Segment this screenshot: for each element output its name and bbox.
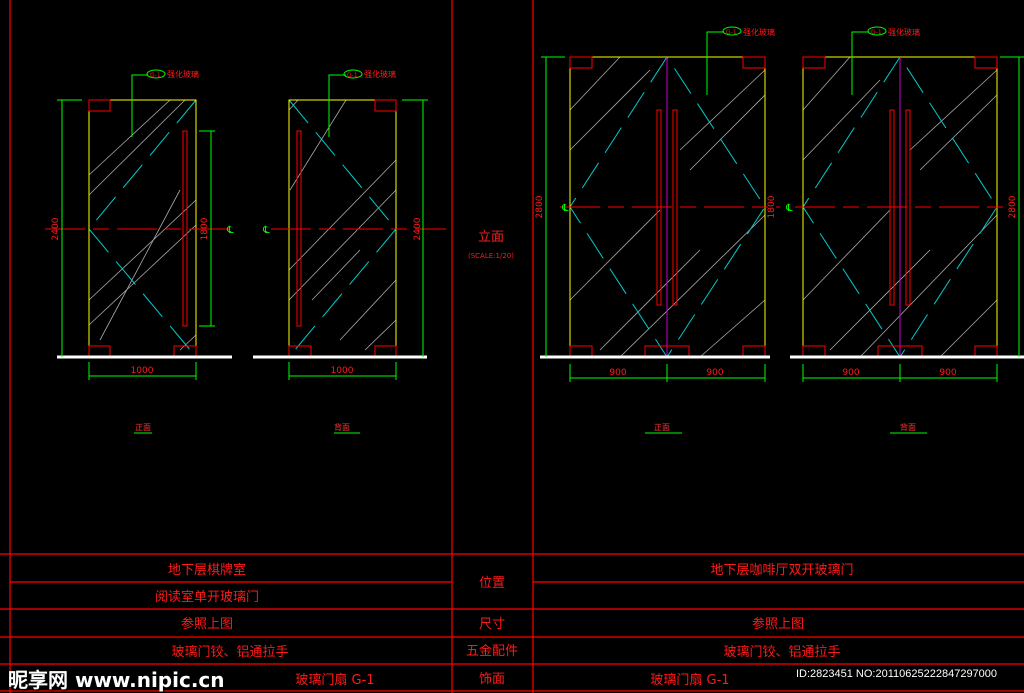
tag-label: G-1 <box>347 72 358 79</box>
width-dim: 900 <box>609 368 626 378</box>
back-label: 背面 <box>334 422 350 432</box>
cell: 玻璃门扇 G-1 <box>650 672 729 688</box>
material-label: 强化玻璃 <box>743 27 775 37</box>
width-dim: 900 <box>842 368 859 378</box>
cell: 阅读室单开玻璃门 <box>155 589 259 605</box>
row-header: 位置 <box>479 576 505 591</box>
single-door-front <box>45 69 232 434</box>
width-dim: 900 <box>706 368 723 378</box>
centerline-mark: ℄ <box>561 203 569 214</box>
watermark-id: ID:2823451 NO:20110625222847297000 <box>796 668 998 680</box>
material-label: 强化玻璃 <box>364 69 396 79</box>
centerline-mark: ℄ <box>262 225 270 236</box>
spec-table: 地下层棋牌室 阅读室单开玻璃门 位置 地下层咖啡厅双开玻璃门 参照上图 尺寸 参… <box>155 562 854 688</box>
tag-label: G-1 <box>726 29 737 36</box>
handle-dim: 1800 <box>767 195 777 218</box>
front-label: 正面 <box>135 423 151 432</box>
row-header: 五金配件 <box>466 643 518 659</box>
cell: 玻璃门铰、铝通拉手 <box>723 645 840 660</box>
cell: 参照上图 <box>752 616 804 632</box>
height-dim: 2400 <box>413 217 423 240</box>
watermark-site: 昵享网 www.nipic.cn <box>8 668 225 692</box>
width-dim: 1000 <box>331 366 354 376</box>
row-header: 尺寸 <box>479 617 505 632</box>
row-header: 饰面 <box>479 672 505 687</box>
centerline-mark: ℄ <box>226 225 234 236</box>
material-label: 强化玻璃 <box>167 69 199 79</box>
height-dim: 2400 <box>51 217 61 240</box>
back-label: 背面 <box>900 422 916 432</box>
width-dim: 1000 <box>131 366 154 376</box>
cell: 玻璃门铰、铝通拉手 <box>171 645 288 660</box>
centerline-mark: ℄ <box>785 203 793 214</box>
cell: 地下层咖啡厅双开玻璃门 <box>710 563 853 578</box>
cell: 玻璃门扇 G-1 <box>295 672 374 688</box>
handle <box>182 130 188 327</box>
width-dim: 900 <box>939 368 956 378</box>
front-label: 正面 <box>654 423 670 432</box>
double-door-front <box>540 26 780 434</box>
tag-label: G-1 <box>150 72 161 79</box>
elevation-title: 立面 <box>478 230 504 245</box>
cell: 参照上图 <box>181 616 233 632</box>
material-label: 强化玻璃 <box>888 27 920 37</box>
single-door-back <box>253 69 446 434</box>
tag-label: G-1 <box>871 29 882 36</box>
handle-dim: 1800 <box>200 217 210 240</box>
double-door-back <box>790 26 1024 434</box>
height-dim: 2800 <box>535 195 545 218</box>
cell: 地下层棋牌室 <box>168 562 246 578</box>
elevation-scale: (SCALE:1/20) <box>468 252 514 260</box>
height-dim: 2800 <box>1008 195 1018 218</box>
